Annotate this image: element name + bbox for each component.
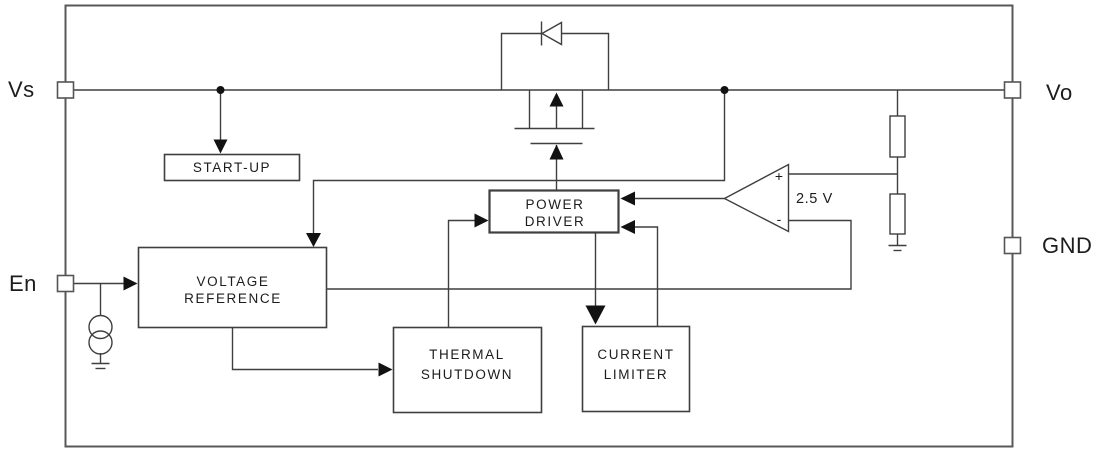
voltage-reference-block [137,246,328,329]
wires [73,32,1005,371]
current-limiter-block [581,325,691,413]
wire-body-diode-loop [500,32,610,90]
arrow-into-startup [213,139,228,154]
vs-pin [56,81,75,99]
junction-dot-feedback [720,86,729,94]
diode-triangle [540,21,563,46]
thermal-shutdown-label-line2: SHUTDOWN [421,367,513,382]
current-source [88,314,113,355]
startup-block [163,153,301,182]
wire-mosfet-legs [528,90,584,129]
current-limiter-label-line2: LIMITER [604,367,668,382]
current-source-circle-top [88,314,113,340]
arrow-limiter-into-powerdriver [620,220,635,234]
error-amplifier [722,163,790,233]
body-diode [540,21,563,46]
wire-rail-to-vref-top [312,90,726,235]
arrow-into-thermal-shutdown [378,362,393,377]
voltage-reference-label-line2: REFERENCE [184,291,282,306]
current-limiter-label-line1: CURRENT [597,347,674,362]
arrow-gate-drive [549,144,564,160]
arrow-amp-into-powerdriver [620,191,635,206]
wire-vref-to-thermal [231,327,378,371]
vo-pin [1003,81,1022,99]
wire-vref-to-amp-minus [327,219,852,290]
arrowheads [123,92,635,377]
voltage-reference-label-line1: VOLTAGE [197,274,270,289]
amp-plus-sign: + [775,168,783,184]
current-source-circle-bottom [88,330,113,355]
ground-divider [888,244,907,252]
arrow-mosfet-body [549,92,564,107]
gnd-pin-label: GND [1042,233,1092,258]
gnd-pin [1003,236,1022,255]
wire-limiter-to-powerdriver [635,226,659,327]
amp-reference-voltage-label: 2.5 V [796,191,833,207]
arrow-en-into-vref [123,276,138,291]
resistor-lower [889,193,906,235]
arrow-thermal-into-powerdriver [474,213,489,228]
amp-minus-sign: - [777,211,782,227]
power-driver-label-line2: DRIVER [525,214,586,229]
en-pin [56,274,75,293]
vs-pin-label: Vs [8,77,35,102]
power-driver-block [488,189,620,234]
arrow-into-vref-top [306,233,321,247]
thermal-shutdown-block [392,326,543,414]
ground-en [91,362,110,370]
ic-boundary [64,4,1014,448]
junction-dot-startup [216,86,225,94]
thermal-shutdown-label-line1: THERMAL [429,347,505,362]
vo-pin-label: Vo [1046,80,1073,105]
resistor-upper [889,115,906,158]
en-pin-label: En [9,271,37,296]
wire-thermal-to-powerdriver [447,219,475,328]
power-driver-label-line1: POWER [525,197,584,212]
arrow-into-current-limiter [585,305,606,325]
startup-label: START-UP [193,160,271,175]
